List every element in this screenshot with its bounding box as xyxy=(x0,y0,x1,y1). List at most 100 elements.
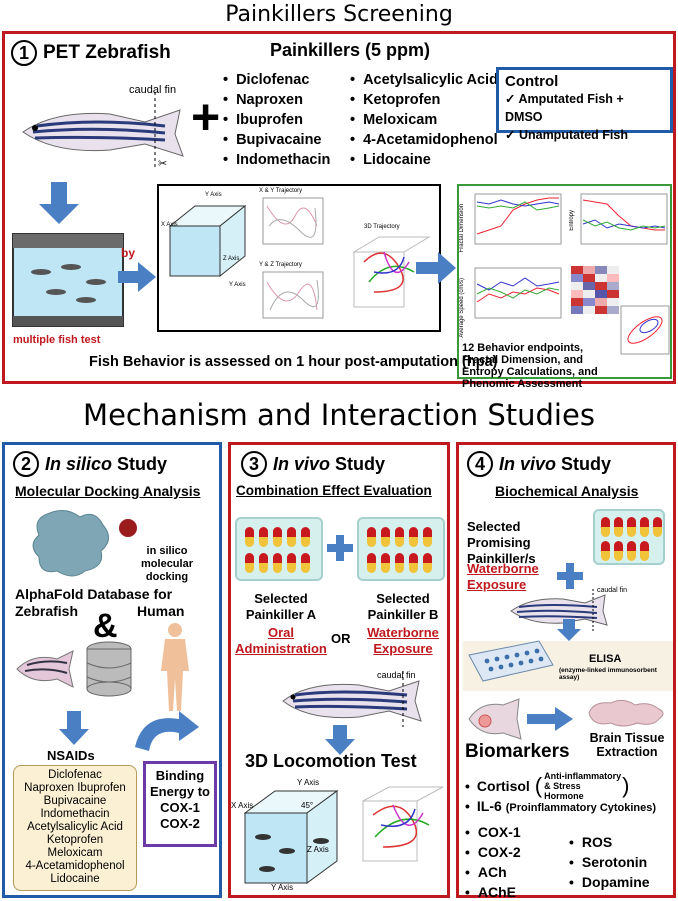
biomarker-cortisol: •Cortisol ( Anti-inflammatory & Stress H… xyxy=(465,771,630,801)
step-number-4: 4 xyxy=(467,451,493,477)
zebrafish-dissection-icon xyxy=(468,698,522,740)
nsaid-list-box: Diclofenac Naproxen Ibuprofen Bupivacain… xyxy=(13,765,137,891)
drug-item: Ibuprofen xyxy=(223,110,330,130)
biomarker-list-col1: COX-1 COX-2 ACh AChE xyxy=(465,822,521,901)
behavior-results-box: Fractal Dimension Entropy Average Speed … xyxy=(457,184,672,390)
selected-promising-painkillers: Selected Promising Painkiller/s xyxy=(467,519,536,566)
panel-biochemical-study: 4 In vivo Study Biochemical Analysis Sel… xyxy=(456,442,676,901)
nsaid-item: Diclofenac xyxy=(48,769,102,781)
docking-label: in silico molecular docking xyxy=(141,545,193,583)
zebrafish-label: Zebrafish xyxy=(15,603,79,619)
panel3-heading-rest: Study xyxy=(330,453,386,474)
panel-in-silico-study: 2 In silico Study Molecular Docking Anal… xyxy=(2,442,222,898)
selected-painkiller-b: Selected Painkiller B xyxy=(367,591,439,622)
control-box: Control ✓ Amputated Fish + DMSO ✓ Unampu… xyxy=(496,67,673,142)
database-icon xyxy=(86,641,132,697)
drug-item: 4-Acetamidophenol xyxy=(350,130,498,150)
panel1-header: 1 PET Zebrafish xyxy=(11,40,171,66)
nsaid-item: Acetylsalicylic Acid xyxy=(27,821,123,833)
biomarker-item: AChE xyxy=(465,882,521,901)
panel3-heading-italic: In vivo xyxy=(273,453,331,474)
nsaid-item: Indomethacin xyxy=(40,808,110,820)
biomarker-list-col2: ROS Serotonin Dopamine xyxy=(569,832,650,892)
il6-label: IL-6 xyxy=(476,798,502,814)
3d-trajectory-plot xyxy=(362,786,444,862)
zebrafish-amputated-illustration xyxy=(282,671,422,727)
title-painkillers-screening: Painkillers Screening xyxy=(225,2,453,27)
caudal-fin-label: caudal fin xyxy=(377,670,416,680)
caudal-fin-label: caudal fin xyxy=(597,587,627,594)
caudal-fin-label: caudal fin xyxy=(129,84,177,96)
tank-bottom-y-axis-label: Y Axis xyxy=(229,282,246,288)
elisa-sublabel: (enzyme-linked immunosorbent assay) xyxy=(559,667,657,681)
cortisol-note: Anti-inflammatory & Stress Hormone xyxy=(544,771,622,801)
traj-xy-plot xyxy=(262,197,324,245)
control-heading: Control xyxy=(505,73,559,90)
painkiller-list-col1: Diclofenac Naproxen Ibuprofen Bupivacain… xyxy=(223,70,330,170)
traj-3d-plot xyxy=(352,236,431,308)
panel1-heading: PET Zebrafish xyxy=(43,42,171,63)
ligand-molecule-icon xyxy=(119,519,137,537)
pill-tray-a xyxy=(235,517,323,581)
zebrafish-icon xyxy=(16,650,74,688)
fractal-dimension-chart xyxy=(474,193,562,245)
panel-combination-study: 3 In vivo Study Combination Effect Evalu… xyxy=(228,442,450,898)
waterborne-exposure-label: Waterborne Exposure xyxy=(367,625,439,656)
panel-pet-zebrafish: 1 PET Zebrafish ✂ caudal fin + Painkille… xyxy=(2,31,676,390)
3d-tank-diagram xyxy=(243,790,339,884)
panel4-heading-rest: Study xyxy=(556,453,612,474)
protein-structure-icon xyxy=(32,510,109,577)
brain-tissue-extraction-label: Brain Tissue Extraction xyxy=(589,731,665,759)
right-arrow-icon xyxy=(416,252,456,284)
right-arrow-icon xyxy=(118,262,156,292)
title-mechanism-interaction: Mechanism and Interaction Studies xyxy=(83,398,595,432)
tank-bottom-y-axis-label: Y Axis xyxy=(271,883,294,892)
tank-angle-label: 45° xyxy=(301,801,314,810)
by-label: by xyxy=(121,246,136,260)
waterborne-exposure-label: Waterborne Exposure xyxy=(467,561,539,592)
traj-yz-title: Y & Z Trajectory xyxy=(259,262,302,268)
drug-item: Bupivacaine xyxy=(223,130,330,150)
panel4-heading-italic: In vivo xyxy=(499,453,557,474)
human-body-icon xyxy=(161,623,189,711)
panel4-header: 4 In vivo Study xyxy=(467,451,611,477)
biomarker-item: Dopamine xyxy=(569,872,650,892)
or-label: OR xyxy=(331,631,351,646)
drug-item: Naproxen xyxy=(223,90,330,110)
oral-administration-label: Oral Administration xyxy=(235,625,327,656)
nsaid-item: Ketoprofen xyxy=(46,834,104,846)
nsaid-item: Naproxen Ibuprofen xyxy=(24,782,126,794)
painkiller-list-col2: Acetylsalicylic Acid Ketoprofen Meloxica… xyxy=(350,70,498,170)
cortisol-label: Cortisol xyxy=(476,778,530,794)
fractal-dimension-label: Fractal Dimension xyxy=(459,204,465,253)
drug-item: Diclofenac xyxy=(223,70,330,90)
fish-tank-illustration xyxy=(12,233,124,327)
traj-xy-title: X & Y Trajectory xyxy=(259,188,303,194)
average-speed-label: Average Speed (cm/s) xyxy=(459,278,465,338)
panel4-subheading: Biochemical Analysis xyxy=(495,483,639,499)
panel3-header: 3 In vivo Study xyxy=(241,451,385,477)
step-number-1: 1 xyxy=(11,40,37,66)
nsaid-item: Bupivacaine xyxy=(43,795,107,807)
nsaids-label: NSAIDs xyxy=(47,748,95,763)
traj-yz-plot xyxy=(262,271,324,319)
il6-note: (Proinflammatory Cytokines) xyxy=(505,802,657,814)
drug-item: Lidocaine xyxy=(350,150,498,170)
tank-x-axis-label: X Axis xyxy=(161,222,178,228)
plus-icon xyxy=(327,535,353,561)
binding-energy-box: Binding Energy to COX-1 COX-2 xyxy=(143,761,217,847)
trajectory-analysis-box: Y Axis X Axis Z Axis Y Axis X & Y Trajec… xyxy=(157,184,441,332)
control-item-label: Amputated Fish + DMSO xyxy=(505,92,624,124)
painkillers-heading: Painkillers (5 ppm) xyxy=(270,40,431,60)
pill-tray xyxy=(593,509,665,565)
biomarker-item: COX-2 xyxy=(465,842,521,862)
right-arrow-icon xyxy=(527,707,573,731)
control-item: ✓ Unamputated Fish xyxy=(505,128,628,142)
brain-tissue-icon xyxy=(588,699,664,727)
nsaid-item: Meloxicam xyxy=(47,847,103,859)
tank-y-axis-label: Y Axis xyxy=(297,778,320,787)
panel2-subheading: Molecular Docking Analysis xyxy=(15,483,201,499)
curved-arrow-icon xyxy=(135,711,199,751)
pill-tray-b xyxy=(357,517,445,581)
nsaid-item: 4-Acetamidophenol xyxy=(25,860,125,872)
